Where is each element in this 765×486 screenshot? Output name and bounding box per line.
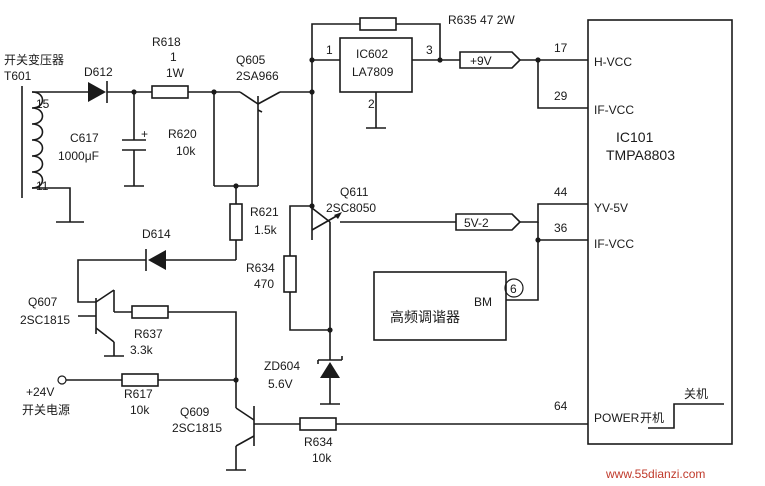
r617-ref: R617 [124,387,153,401]
ic602-pin3: 3 [426,43,433,57]
q611-ref: Q611 [340,185,369,199]
pin29: 29 [554,89,568,103]
tuner-block: 高频调谐器 BM 6 [373,271,524,341]
r634b-ref: R634 [304,435,333,449]
resistor-r637: R637 3.3k [130,305,239,383]
transistor-q607: Q607 2SC1815 [20,289,132,357]
r635-label: R635 47 2W [448,13,515,27]
r634a-value: 470 [254,277,274,291]
r618-val2: 1W [166,66,185,80]
ic101-ifvcc2: IF-VCC [594,237,634,251]
q611-value: 2SC8050 [326,201,376,215]
r621-ref: R621 [250,205,279,219]
q607-value: 2SC1815 [20,313,70,327]
transformer-t601: 开关变压器 T601 15 11 [4,52,88,223]
zd604-ref: ZD604 [264,359,300,373]
c617-value: 1000μF [58,149,99,163]
net-5v2-label: 5V-2 [464,216,489,230]
pin44: 44 [554,185,568,199]
resistor-r618: R618 1 1W [151,35,240,99]
ic602-value: LA7809 [352,65,394,79]
r620-value: 10k [176,144,196,158]
ic101-value: TMPA8803 [606,147,675,163]
net-9v-label: +9V [470,54,492,68]
capacitor-c617: + C617 1000μF [58,89,148,187]
ic602-ref: IC602 [356,47,388,61]
tuner-label: 高频调谐器 [390,309,460,325]
r618-ref: R618 [152,35,181,49]
resistor-r634-470: R634 470 [246,205,333,333]
diode-d614: D614 [77,227,236,303]
svg-text:+: + [141,127,148,141]
pin17: 17 [554,41,568,55]
pin64: 64 [554,399,568,413]
ic101-power: POWER [594,411,640,425]
r634a-ref: R634 [246,261,275,275]
resistor-r620: R620 10k [168,92,258,189]
q605-ref: Q605 [236,53,266,67]
ic101-ifvcc1: IF-VCC [594,103,634,117]
q607-ref: Q607 [28,295,58,309]
ic101-ref: IC101 [616,129,654,145]
transistor-q609: Q609 2SC1815 [172,380,300,471]
ic602-pin2: 2 [368,97,375,111]
pin36: 36 [554,221,568,235]
ic101-guanji: 关机 [684,387,708,401]
ic101-kaiji: 开机 [640,411,664,425]
transformer-winding [31,91,44,189]
d614-label: D614 [142,227,171,241]
c617-ref: C617 [70,131,99,145]
net-tag-9v: +9V 17 29 [459,41,588,109]
resistor-r634-10k: R634 10k 64 [299,399,588,465]
r620-ref: R620 [168,127,197,141]
r637-ref: R637 [134,327,163,341]
transformer-ref: T601 [4,69,32,83]
r618-val1: 1 [170,50,177,64]
ic101-yv5v: YV-5V [594,201,628,215]
resistor-r621: R621 1.5k [229,186,279,260]
power-waveform [648,403,724,429]
transformer-pin15: 15 [36,97,50,111]
r617-value: 10k [130,403,150,417]
tuner-bm: BM [474,295,492,309]
ic101-hvcc: H-VCC [594,55,632,69]
r621-value: 1.5k [254,223,278,237]
supply-24v: +24V 开关电源 R617 10k [22,373,236,417]
d612-label: D612 [84,65,113,79]
transformer-title: 开关变压器 [4,52,64,67]
transformer-pin11: 11 [36,179,49,193]
ic602-pin1: 1 [326,43,333,57]
net-tag-5v2: 5V-2 44 36 [455,185,588,301]
tuner-circled-6: 6 [510,282,517,296]
supply-24v-label: +24V [26,385,54,399]
watermark-text: www.55dianzi.com [605,467,705,481]
r637-value: 3.3k [130,343,154,357]
transistor-q611: Q611 2SC8050 [309,89,456,330]
q605-value: 2SA966 [236,69,279,83]
supply-name: 开关电源 [22,403,70,417]
regulator-ic602: IC602 LA7809 1 3 2 [309,37,460,129]
transistor-q605: Q605 2SA966 [236,53,312,186]
q609-value: 2SC1815 [172,421,222,435]
q609-ref: Q609 [180,405,210,419]
ic-ic101: H-VCC IF-VCC IC101 TMPA8803 YV-5V IF-VCC… [587,19,733,445]
r634b-value: 10k [312,451,332,465]
zener-zd604: ZD604 5.6V [264,330,343,405]
resistor-r635: R635 47 2W [311,13,515,92]
diode-d612: D612 [84,65,152,103]
zd604-value: 5.6V [268,377,293,391]
